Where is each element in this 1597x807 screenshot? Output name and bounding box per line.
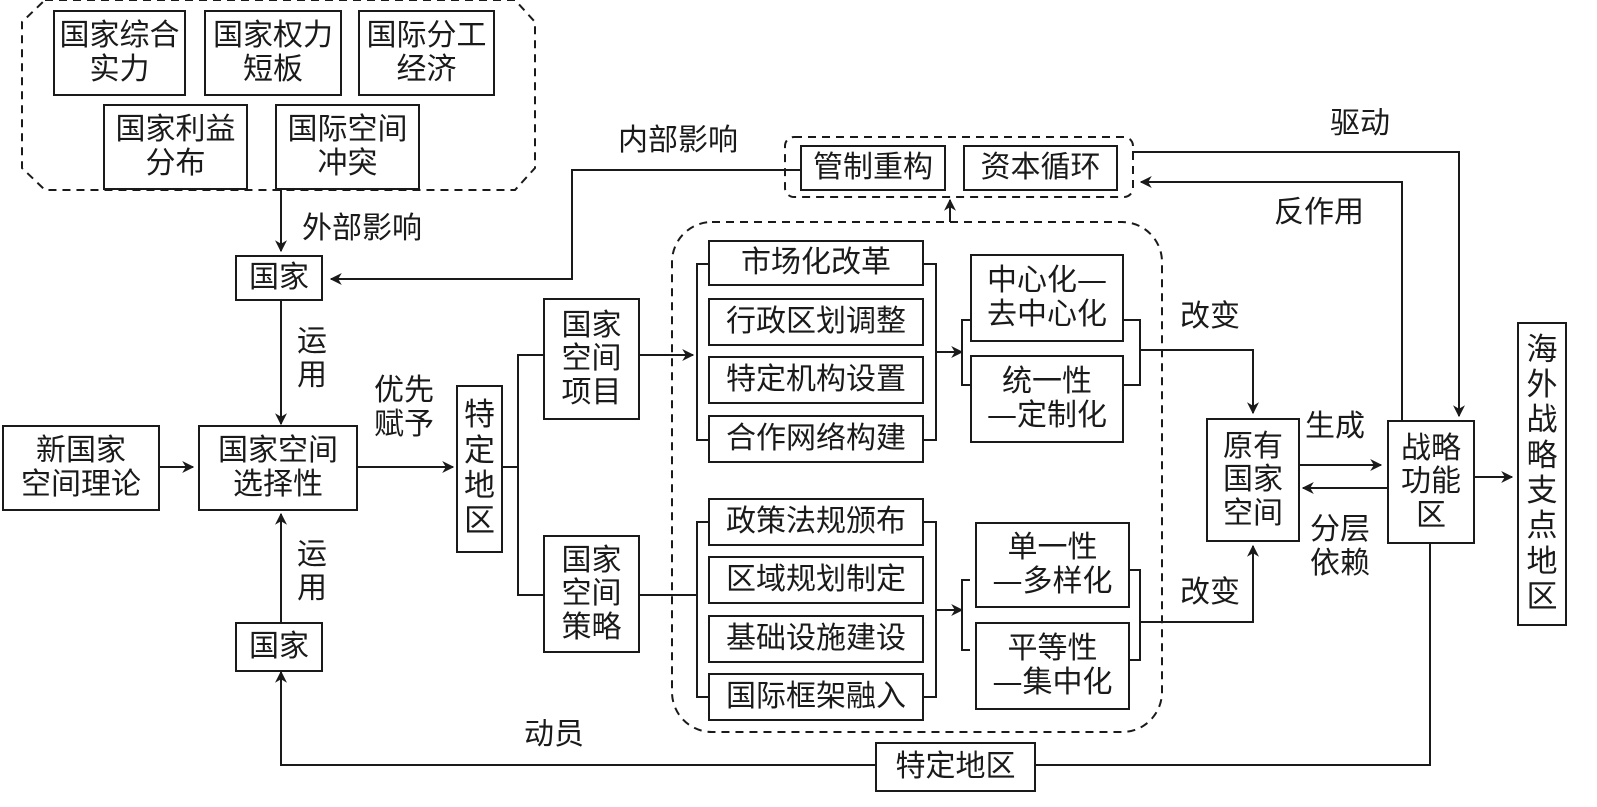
arrow-drive — [1132, 151, 1465, 418]
equality-box: 平等性 —集中化 — [975, 622, 1130, 710]
priority-grant-label: 优先 赋予 — [374, 373, 434, 442]
new-state-space-theory-box: 新国家 空间理论 — [2, 425, 160, 511]
project-item-box: 市场化改革 — [708, 240, 924, 286]
strategy-item-box: 基础设施建设 — [708, 615, 924, 663]
overseas-pivot-box: 海外战略支点地区 — [1517, 322, 1567, 626]
bracket-strategy-items-right — [924, 521, 937, 698]
arrow-reaction — [1139, 176, 1403, 422]
division-economy-box: 国际分工 经济 — [358, 10, 495, 96]
state-space-project-box: 国家 空间 项目 — [543, 298, 640, 420]
state-bottom-box: 国家 — [235, 622, 323, 672]
branch-specific-region-lower — [517, 467, 543, 596]
bracket-lower-modes-right — [1130, 569, 1141, 661]
mechanisms-group-border — [671, 221, 1163, 733]
specific-region-box: 特定地区 — [456, 385, 503, 553]
change-label: 改变 — [1180, 299, 1240, 334]
comprehensive-power-box: 国家综合 实力 — [53, 10, 186, 96]
state-spatial-selectivity-box: 国家空间 选择性 — [198, 425, 358, 511]
original-state-space-box: 原有 国家 空间 — [1206, 418, 1300, 542]
generate-label: 生成 — [1305, 409, 1365, 444]
arrow-change-lower — [1140, 544, 1259, 623]
drive-label: 驱动 — [1330, 106, 1390, 141]
arrow-change-upper — [1140, 349, 1259, 415]
internal-group-border — [784, 136, 1134, 198]
uniformity-box: 统一性 —定制化 — [970, 355, 1124, 443]
arrow-internal-influence — [329, 169, 800, 285]
bracket-project-items-right — [924, 263, 937, 441]
mobilize-label: 动员 — [524, 717, 584, 752]
project-item-box: 行政区划调整 — [708, 298, 924, 346]
apply-label: 运用 — [297, 537, 327, 606]
hierarchical-dependence-label: 分层 依赖 — [1310, 512, 1370, 581]
change-label: 改变 — [1180, 575, 1240, 610]
capital-circulation-box: 资本循环 — [963, 145, 1118, 191]
reaction-label: 反作用 — [1274, 195, 1364, 230]
line-zone-to-specific-region — [1036, 544, 1431, 766]
bracket-project-items — [696, 263, 708, 441]
control-restructuring-box: 管制重构 — [800, 145, 946, 191]
bracket-upper-modes — [961, 319, 970, 386]
strategy-item-box: 国际框架融入 — [708, 673, 924, 721]
interest-distribution-box: 国家利益 分布 — [103, 104, 248, 190]
space-conflict-box: 国际空间 冲突 — [275, 104, 420, 190]
singularity-box: 单一性 —多样化 — [975, 522, 1130, 608]
arrow-mobilize — [275, 670, 875, 766]
project-item-box: 合作网络构建 — [708, 415, 924, 463]
apply-label: 运用 — [297, 324, 327, 393]
state-space-strategy-box: 国家 空间 策略 — [543, 535, 640, 653]
strategic-function-zone-box: 战略 功能 区 — [1387, 420, 1475, 544]
bracket-strategy-items — [696, 521, 708, 698]
specific-region-bottom-box: 特定地区 — [875, 742, 1036, 792]
bracket-upper-modes-right — [1124, 319, 1141, 386]
project-item-box: 特定机构设置 — [708, 356, 924, 404]
external-factors-group-border — [21, 0, 536, 191]
external-influence-label: 外部影响 — [302, 211, 422, 246]
bracket-lower-modes — [961, 579, 970, 651]
strategy-item-box: 区域规划制定 — [708, 556, 924, 604]
branch-specific-region — [503, 354, 543, 468]
state-top-box: 国家 — [235, 255, 323, 301]
power-shortboard-box: 国家权力 短板 — [204, 10, 342, 96]
centralization-box: 中心化— 去中心化 — [970, 254, 1124, 342]
strategy-item-box: 政策法规颁布 — [708, 498, 924, 546]
internal-influence-label: 内部影响 — [618, 123, 738, 158]
